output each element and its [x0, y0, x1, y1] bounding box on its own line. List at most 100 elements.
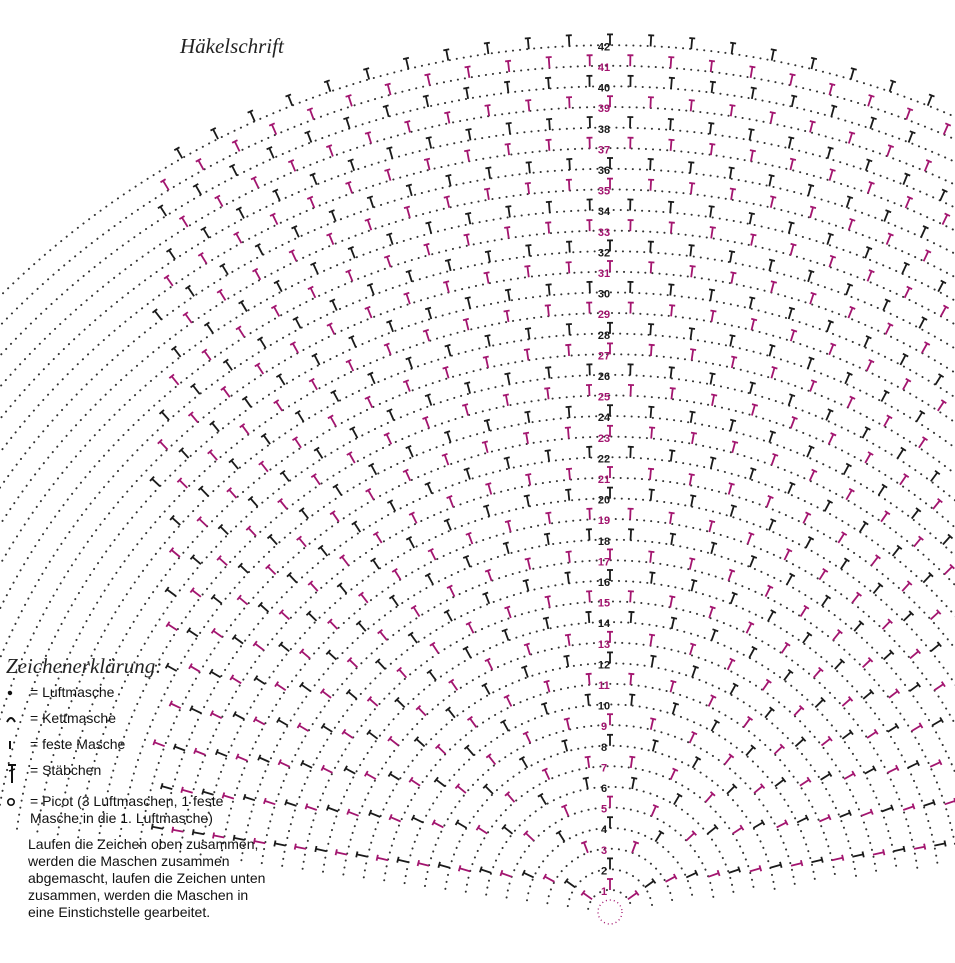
double-crochet-stitch	[386, 232, 394, 245]
double-crochet-stitch	[711, 393, 718, 406]
double-crochet-stitch	[348, 335, 357, 348]
double-crochet-stitch	[270, 304, 281, 317]
double-crochet-stitch	[905, 107, 914, 120]
double-crochet-stitch	[158, 409, 170, 421]
double-crochet-stitch	[214, 194, 224, 208]
double-crochet-stitch	[345, 269, 354, 282]
double-crochet-stitch	[483, 187, 491, 200]
double-crochet-stitch	[627, 301, 634, 314]
double-crochet-stitch	[346, 656, 359, 669]
double-crochet-stitch	[787, 221, 795, 234]
double-crochet-stitch	[233, 231, 243, 244]
double-crochet-stitch	[444, 258, 452, 272]
legend-item-text: = Picot (3 Luftmaschen, 1 feste Masche i…	[30, 793, 224, 826]
double-crochet-stitch	[565, 323, 572, 336]
double-crochet-stitch	[691, 665, 699, 678]
double-crochet-stitch	[308, 377, 318, 391]
double-crochet-stitch	[668, 221, 675, 234]
double-crochet-stitch	[503, 456, 511, 469]
double-crochet-stitch	[168, 700, 182, 710]
double-crochet-stitch	[907, 130, 916, 143]
stitch-symbols	[149, 33, 955, 901]
double-crochet-stitch	[231, 139, 241, 152]
double-crochet-stitch	[504, 605, 512, 619]
double-crochet-stitch	[286, 571, 298, 584]
row-number: 25	[598, 392, 610, 404]
double-crochet-stitch	[288, 249, 298, 262]
double-crochet-stitch	[345, 688, 358, 700]
double-crochet-stitch	[332, 483, 343, 496]
double-crochet-stitch	[561, 739, 569, 752]
double-crochet-stitch	[465, 621, 475, 634]
double-crochet-stitch	[482, 783, 494, 795]
double-crochet-stitch	[503, 309, 510, 323]
double-crochet-stitch	[151, 308, 163, 321]
double-crochet-stitch	[545, 511, 552, 524]
double-crochet-stitch	[291, 225, 300, 238]
double-crochet-stitch	[888, 79, 897, 92]
double-crochet-stitch	[232, 711, 245, 720]
chain-arc	[383, 682, 837, 882]
double-crochet-stitch	[708, 288, 716, 301]
double-crochet-stitch	[326, 232, 335, 245]
double-crochet-stitch	[346, 451, 356, 464]
double-crochet-stitch	[826, 146, 834, 159]
double-crochet-stitch	[252, 267, 262, 281]
double-crochet-stitch	[545, 221, 552, 234]
double-crochet-stitch	[307, 285, 317, 299]
double-crochet-stitch	[852, 851, 865, 858]
double-crochet-stitch	[229, 674, 242, 685]
row-number: 1	[601, 886, 607, 898]
double-crochet-stitch	[710, 628, 719, 641]
double-crochet-stitch	[343, 765, 356, 775]
double-crochet-stitch	[582, 776, 589, 790]
double-crochet-stitch	[820, 770, 833, 781]
double-crochet-stitch	[463, 86, 470, 100]
double-crochet-stitch	[648, 261, 655, 274]
double-crochet-stitch	[607, 569, 613, 581]
double-crochet-stitch	[883, 414, 893, 427]
double-crochet-stitch	[260, 432, 271, 445]
double-crochet-stitch	[750, 233, 757, 246]
double-crochet-stitch	[521, 869, 535, 879]
row-number: 10	[598, 701, 610, 713]
double-crochet-stitch	[566, 158, 573, 171]
double-crochet-stitch	[586, 590, 593, 603]
double-crochet-stitch	[764, 584, 774, 597]
double-crochet-stitch	[201, 348, 212, 361]
double-crochet-stitch	[580, 889, 593, 901]
double-crochet-stitch	[278, 641, 290, 652]
double-crochet-stitch	[296, 722, 309, 732]
double-crochet-stitch	[396, 856, 409, 864]
double-crochet-stitch	[182, 311, 193, 324]
double-crochet-stitch	[922, 571, 934, 584]
double-crochet-stitch	[823, 499, 834, 512]
double-crochet-stitch	[648, 323, 655, 336]
double-crochet-stitch	[649, 717, 657, 730]
double-crochet-stitch	[627, 219, 634, 232]
double-crochet-stitch	[826, 232, 834, 245]
double-crochet-stitch	[366, 729, 379, 740]
double-crochet-stitch	[327, 618, 339, 630]
double-crochet-stitch	[607, 342, 613, 355]
double-crochet-stitch	[501, 823, 514, 835]
double-crochet-stitch	[325, 649, 338, 661]
row-number: 28	[598, 330, 610, 342]
double-crochet-stitch	[745, 744, 757, 757]
double-crochet-stitch	[710, 541, 718, 555]
row-number: 19	[598, 515, 610, 527]
double-crochet-stitch	[802, 631, 813, 644]
double-crochet-stitch	[445, 174, 452, 187]
double-crochet-stitch	[403, 205, 411, 219]
double-crochet-stitch	[586, 116, 593, 129]
double-crochet-stitch	[254, 243, 264, 256]
double-crochet-stitch	[236, 594, 249, 606]
double-crochet-stitch	[257, 754, 270, 763]
double-crochet-stitch	[311, 352, 321, 366]
double-crochet-stitch	[627, 54, 634, 67]
double-crochet-stitch	[347, 246, 356, 259]
double-crochet-stitch	[647, 158, 654, 171]
double-crochet-stitch	[930, 641, 942, 652]
double-crochet-stitch	[481, 682, 491, 695]
double-crochet-stitch	[867, 94, 875, 107]
